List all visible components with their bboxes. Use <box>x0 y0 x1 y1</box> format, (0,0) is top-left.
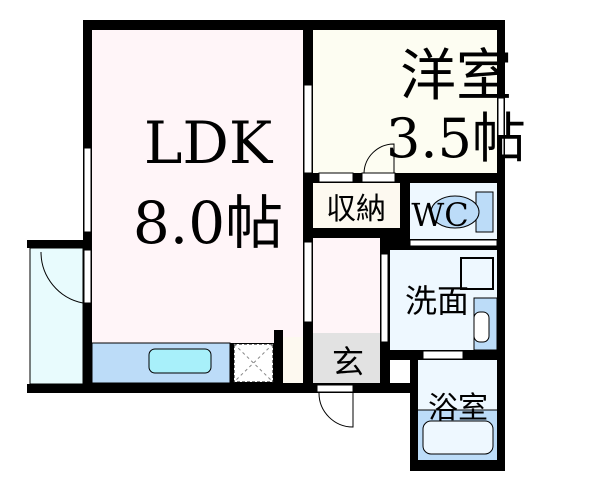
label-wc: WC <box>411 196 468 234</box>
room-western <box>313 30 497 173</box>
door-ldk-hallway <box>303 241 313 323</box>
vanity-basin <box>473 311 490 343</box>
window-ldk-west <box>83 147 92 233</box>
toilet-bowl <box>430 195 480 229</box>
shoe-box <box>283 337 303 383</box>
label-bath: 浴室 <box>428 391 488 426</box>
door-washroom-bath <box>422 350 464 360</box>
room-storage <box>313 183 400 228</box>
label-ldk-size: 8.0帖 <box>133 189 283 257</box>
room-ldk <box>92 30 303 343</box>
balcony-door-swing <box>40 251 84 304</box>
window-ldk-balcony-door <box>83 249 92 304</box>
fridge-space <box>233 343 274 383</box>
label-storage: 収納 <box>326 192 386 227</box>
label-washroom: 洗面 <box>405 282 469 320</box>
door-hallway-washroom <box>380 253 389 343</box>
front-door-swing <box>318 392 354 428</box>
hallway <box>313 238 380 333</box>
label-entrance: 玄 <box>332 343 364 381</box>
front-door <box>316 384 354 393</box>
room-entrance <box>313 333 380 383</box>
kitchen-sink <box>148 348 212 374</box>
window-western-east <box>497 97 505 159</box>
western-door-swing <box>363 143 395 174</box>
washing-machine <box>460 257 494 290</box>
bathtub <box>422 420 494 455</box>
label-western-size: 3.5帖 <box>386 107 526 170</box>
label-ldk-name: LDK <box>144 109 274 177</box>
label-western-name: 洋室 <box>400 44 512 109</box>
door-ldk-western <box>303 84 313 174</box>
